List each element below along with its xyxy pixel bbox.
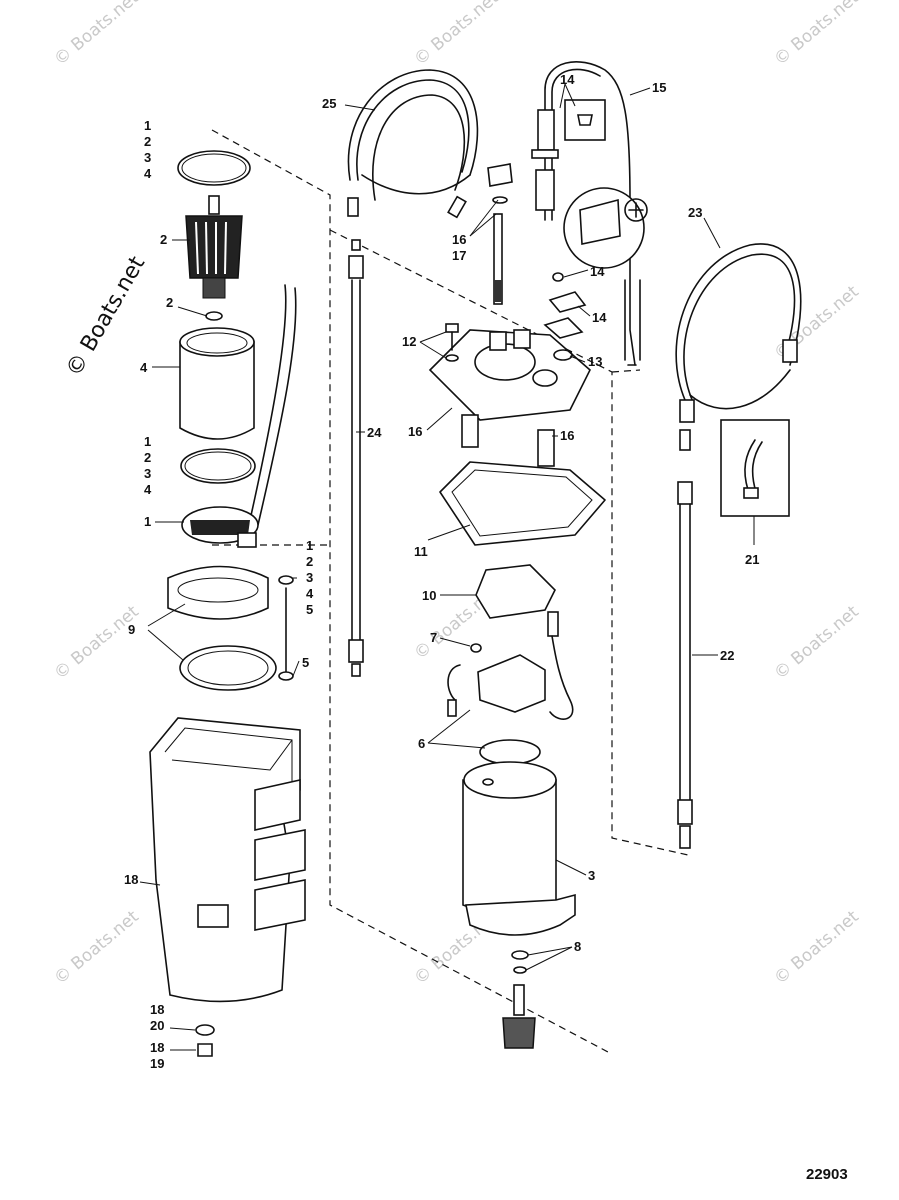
armature (185, 195, 243, 299)
gasket (439, 461, 606, 546)
callout: 3 (144, 150, 151, 165)
callout-labels: 1 2 3 4 2 2 4 1 2 3 4 1 1 2 3 4 5 9 5 18… (124, 72, 759, 1071)
callout: 14 (560, 72, 575, 87)
callout: 16 (408, 424, 422, 439)
callout: 16 (452, 232, 466, 247)
callout: 15 (652, 80, 666, 95)
brush-plate (181, 506, 259, 548)
callout: 4 (140, 360, 148, 375)
straight-hose (348, 239, 364, 677)
callout: 2 (166, 295, 173, 310)
callout: 1 (306, 538, 313, 553)
callout: 13 (588, 354, 602, 369)
callout: 11 (414, 544, 428, 559)
reservoir-housing (149, 717, 306, 1003)
callout: 2 (144, 134, 151, 149)
callout: 14 (592, 310, 607, 325)
watermark-large: © Boats.net (62, 252, 151, 381)
watermark: © Boats.net (770, 0, 863, 70)
callout: 2 (306, 554, 313, 569)
pump-cover (428, 329, 591, 421)
motor-frame (179, 327, 255, 440)
callout: 14 (590, 264, 605, 279)
watermark: © Boats.net (50, 0, 143, 70)
callout: 23 (688, 205, 702, 220)
o-ring-top (177, 150, 251, 186)
screw-inset (564, 99, 606, 141)
callout: 6 (418, 736, 425, 751)
callout: 1 (144, 118, 151, 133)
hose-coil (347, 69, 479, 181)
callout: 20 (150, 1018, 164, 1033)
return-hose-coil (675, 243, 802, 401)
callout: 7 (430, 630, 437, 645)
callout: 5 (302, 655, 309, 670)
callout: 19 (150, 1056, 164, 1071)
watermark: © Boats.net (770, 602, 863, 684)
callout: 3 (306, 570, 313, 585)
callout: 4 (144, 482, 152, 497)
callout: 4 (144, 166, 152, 181)
callout: 9 (128, 622, 135, 637)
pickup-filter (502, 1017, 536, 1049)
callout: 12 (402, 334, 416, 349)
callout: 3 (588, 868, 595, 883)
middle-column-parts (344, 69, 606, 1049)
wire-harness (544, 61, 636, 366)
callout: 24 (367, 425, 382, 440)
callout: 21 (745, 552, 759, 567)
left-column-parts (139, 150, 306, 1057)
callout: 18 (150, 1002, 164, 1017)
watermark: © Boats.net (50, 907, 143, 989)
callout: 22 (720, 648, 734, 663)
callout: 10 (422, 588, 436, 603)
callout: 17 (452, 248, 466, 263)
callout: 3 (144, 466, 151, 481)
callout: 18 (124, 872, 138, 887)
callout: 25 (322, 96, 336, 111)
assembly-lines (211, 129, 689, 1053)
reservoir-filter (475, 564, 556, 619)
callout: 1 (144, 434, 151, 449)
callout: 1 (144, 514, 151, 529)
callout: 18 (150, 1040, 164, 1055)
watermark: © Boats.net (770, 907, 863, 989)
callout: 2 (160, 232, 167, 247)
watermark: © Boats.net (50, 602, 143, 684)
ring-set (167, 565, 269, 620)
right-column-parts (531, 61, 802, 849)
callout: 16 (560, 428, 574, 443)
long-hose (677, 429, 693, 849)
pump-assembly (447, 611, 574, 720)
diagram-number: 22903 (806, 1166, 848, 1183)
callout: 5 (306, 602, 313, 617)
electric-motor (462, 761, 576, 936)
callout: 8 (574, 939, 581, 954)
callout: 4 (306, 586, 314, 601)
watermark: © Boats.net (410, 0, 503, 70)
callout: 2 (144, 450, 151, 465)
fitting-inset (720, 419, 790, 517)
brush-wire (249, 284, 287, 521)
